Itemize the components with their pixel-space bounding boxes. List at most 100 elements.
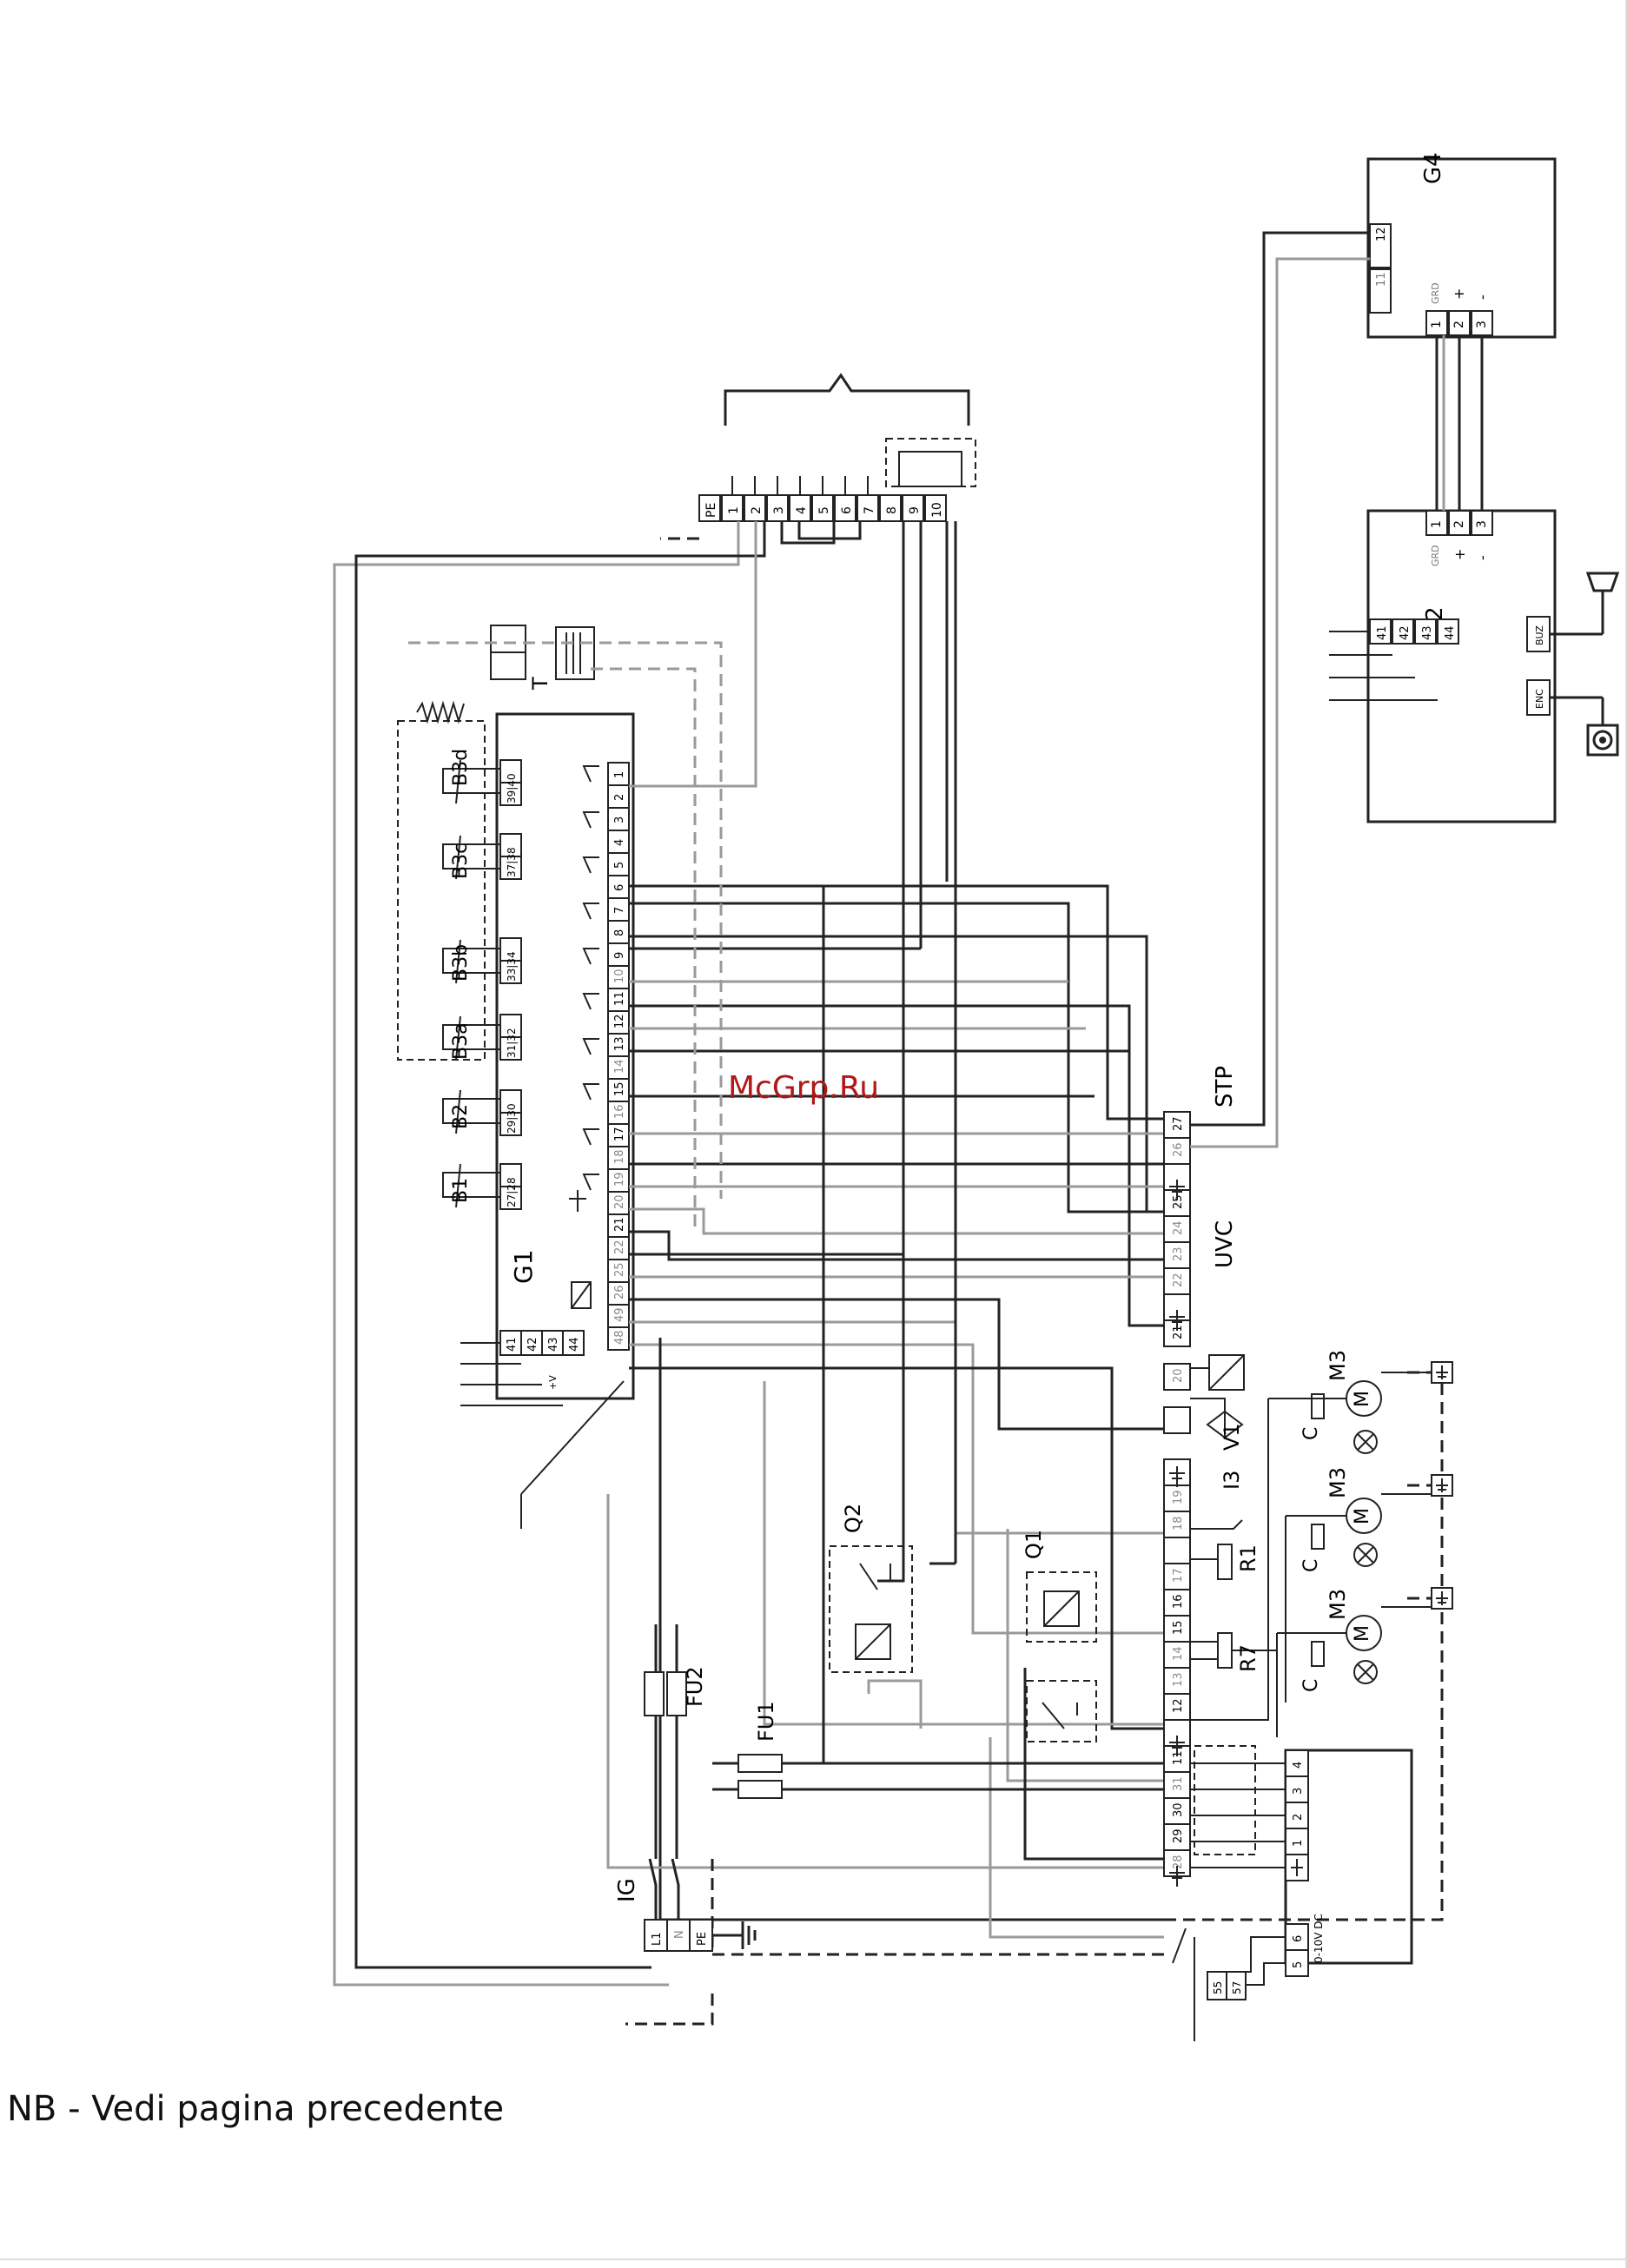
encoder-knob-icon [1550, 696, 1619, 757]
mb-term-11: 11 [1172, 1750, 1185, 1765]
g1-term-5: 5 [613, 862, 626, 869]
g1-sensor-term-29-30: 29|30 [506, 1103, 518, 1134]
mb-term-25: 25 [1172, 1194, 1185, 1209]
g2-term-1: 1 [1430, 520, 1444, 528]
input-n: N [673, 1930, 686, 1939]
g1-term-14: 14 [613, 1059, 626, 1074]
sensor-labels: B1 B2 B3a B3b B3c B3d [450, 749, 472, 1203]
mb-term-23: 23 [1172, 1246, 1185, 1261]
g2-plus-label: + [1452, 549, 1468, 560]
g1-term-8: 8 [613, 929, 626, 936]
g1-term-9: 9 [613, 952, 626, 959]
g4-term-2: 2 [1452, 321, 1466, 328]
mb-term-27: 27 [1172, 1116, 1185, 1131]
top-term-8: 8 [885, 506, 899, 514]
sensor-group [397, 700, 500, 1208]
g1-right-terminals: 1 2 3 4 5 6 7 8 9 10 11 12 13 14 15 16 1… [607, 762, 630, 1351]
q1-label: Q1 [1022, 1530, 1046, 1559]
g1-term-6: 6 [613, 884, 626, 891]
g1-term-44: 44 [568, 1337, 581, 1352]
g1-term-48: 48 [613, 1330, 626, 1345]
g4-plus-label: + [1451, 288, 1467, 300]
fuses: FU2 FU1 [644, 1624, 1164, 1859]
g1-term-22: 22 [613, 1240, 626, 1254]
watermark-text: McGrp.Ru [728, 1070, 880, 1106]
g4-term-3: 3 [1475, 321, 1489, 328]
g1-term-12: 12 [613, 1014, 626, 1028]
g1-term-18: 18 [613, 1149, 626, 1164]
g4-term-1: 1 [1430, 321, 1444, 328]
mainboard: 27 26 25 24 23 22 21 20 19 18 17 16 15 1… [1163, 1066, 1256, 1887]
c-label-3: C [1300, 1679, 1322, 1692]
top-term-4: 4 [795, 506, 809, 514]
g1-term-13: 13 [613, 1036, 626, 1051]
top-term-2: 2 [750, 506, 764, 514]
m3-label-2: M3 [1326, 1467, 1350, 1498]
sensor-b3b-label: B3b [450, 944, 472, 982]
page-border-right [1625, 0, 1627, 2268]
stp-label: STP [1212, 1066, 1238, 1108]
mb-term-28: 28 [1172, 1855, 1185, 1869]
sensor-b3d-label: B3d [450, 749, 472, 786]
top-terminals: PE 1 2 3 4 5 6 7 8 9 10 [698, 494, 947, 522]
bottom-terminal-55-57: 55 57 [1207, 1936, 1286, 2000]
g2-term-2: 2 [1452, 520, 1466, 528]
motor-m-letter-2: M [1352, 1508, 1373, 1524]
mb-term-13: 13 [1172, 1672, 1185, 1687]
g1-sensor-terminals: 27|28 29|30 31|32 33|34 37|38 39|40 [499, 759, 522, 1210]
g1-sensor-term-27-28: 27|28 [506, 1177, 518, 1207]
mb-term-24: 24 [1172, 1220, 1185, 1235]
g4-grd-label: GRD [1430, 282, 1441, 304]
top-term-6: 6 [840, 506, 854, 514]
g2-ab-terminals: 1 2 3 GRD + - [1425, 510, 1493, 566]
input-pe: PE [696, 1932, 709, 1946]
g2-buz-label: BUZ [1534, 625, 1545, 645]
top-term-1: 1 [727, 506, 741, 514]
top-term-9: 9 [908, 506, 922, 514]
uvc-label: UVC [1212, 1220, 1238, 1268]
g1-term-21: 21 [613, 1217, 626, 1232]
mb-term-15: 15 [1172, 1620, 1185, 1635]
g1-term-25: 25 [613, 1262, 626, 1277]
top-term-pe: PE [704, 503, 718, 518]
g1-bus-terminals: 41 42 43 44 +V [499, 1330, 585, 1390]
c-label-2: C [1300, 1559, 1322, 1572]
g1-plus-v-label: +V [547, 1375, 559, 1390]
motor-m3-top: M M3 C [1300, 1350, 1382, 1454]
signal-module: 4 3 2 1 6 5 0-10V DC [1190, 1749, 1413, 1977]
g2-g4-bus-link [1435, 335, 1484, 511]
g4-minus-label: - [1474, 294, 1491, 300]
page-border-bottom [0, 2258, 1627, 2260]
g2-term-42: 42 [1399, 625, 1412, 640]
misc-leads [520, 1380, 1195, 2041]
g2-term-3: 3 [1475, 520, 1489, 528]
g1-term-10: 10 [613, 969, 626, 983]
g1-term-41: 41 [506, 1337, 519, 1352]
top-term-5: 5 [817, 506, 831, 514]
fu1-label: FU1 [754, 1701, 778, 1742]
mainboard-ground-symbols [1169, 1180, 1185, 1887]
input-l1: L1 [651, 1932, 664, 1946]
g1-term-26: 26 [613, 1285, 626, 1299]
g4-label: G4 [1420, 152, 1446, 184]
q2-relay: Q2 [829, 1504, 913, 1673]
g4-term-12: 12 [1375, 227, 1388, 241]
q2-label: Q2 [841, 1504, 865, 1533]
motor-m3-bottom: M M3 C [1300, 1589, 1382, 1692]
module-signal-label: 0-10V DC [1313, 1914, 1325, 1963]
g4-bus-terminals: 12 11 [1369, 223, 1392, 314]
mb-term-19: 19 [1172, 1490, 1185, 1504]
mb-term-29: 29 [1172, 1828, 1185, 1843]
g1-controller: G1 1 [460, 712, 635, 1406]
valve-v1: V1 I3 [1190, 1354, 1245, 1490]
m3-label-3: M3 [1326, 1589, 1350, 1620]
g2-minus-label: - [1474, 555, 1491, 560]
mb-term-20: 20 [1172, 1368, 1185, 1383]
earth-icon [712, 1921, 757, 1949]
sensor-b3c-label: B3c [450, 843, 472, 879]
resistor-r1: R1 [1190, 1519, 1260, 1580]
fu2-label: FU2 [683, 1666, 707, 1707]
g2-buz-port: BUZ [1526, 616, 1551, 652]
module-term-1: 1 [1292, 1840, 1305, 1847]
